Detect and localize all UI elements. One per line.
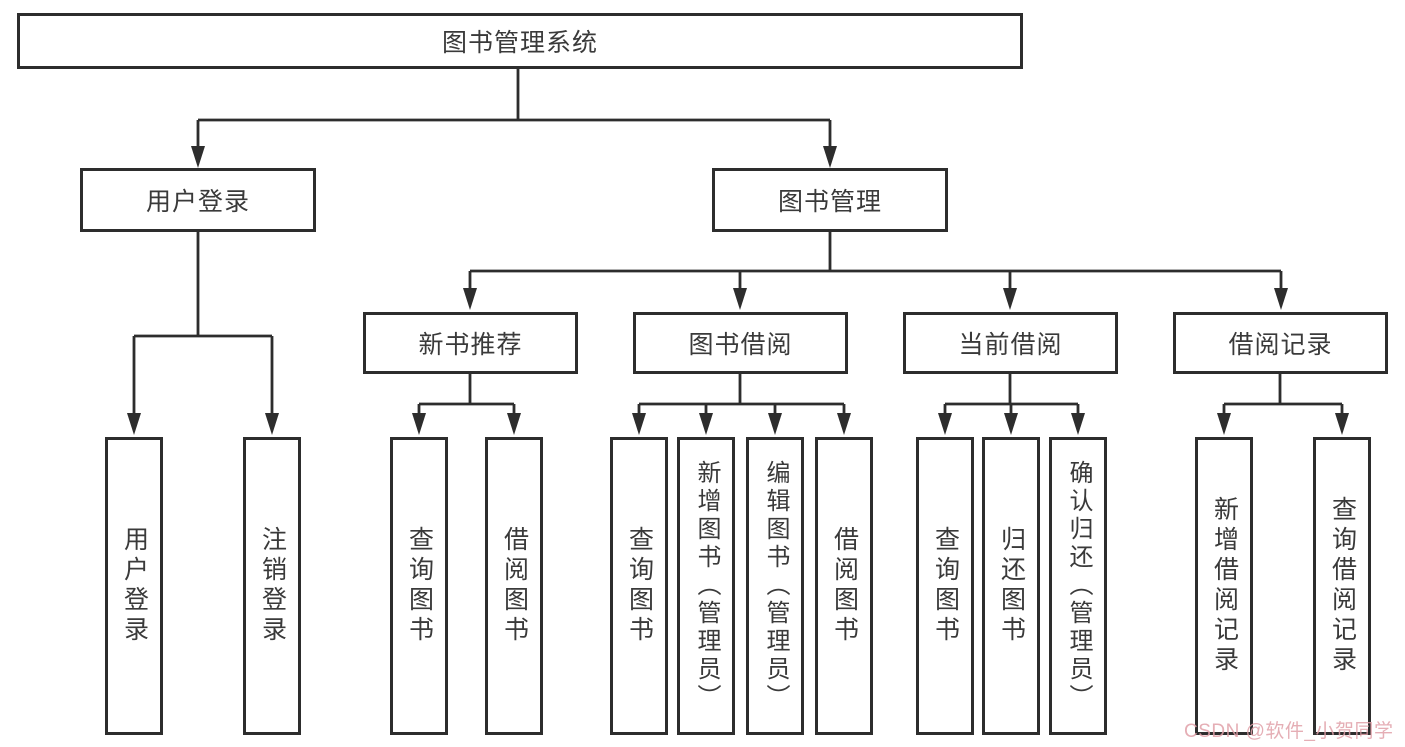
leaf-cb-confirm-return-admin-label: 确认归还（管理员）	[1065, 460, 1092, 712]
leaf-br-query-record: 查询借阅记录	[1313, 437, 1371, 735]
leaf-bb-borrow-books-label: 借阅图书	[830, 526, 859, 646]
node-root-system: 图书管理系统	[17, 13, 1023, 69]
node-current-borrow: 当前借阅	[903, 312, 1118, 374]
leaf-nb-borrow-books: 借阅图书	[485, 437, 543, 735]
node-borrow-records: 借阅记录	[1173, 312, 1388, 374]
leaf-bb-edit-books-admin-label: 编辑图书（管理员）	[762, 460, 789, 712]
leaf-nb-borrow-books-label: 借阅图书	[500, 526, 529, 646]
leaf-bb-edit-books-admin: 编辑图书（管理员）	[746, 437, 804, 735]
leaf-cb-confirm-return-admin: 确认归还（管理员）	[1049, 437, 1107, 735]
leaf-br-add-record-label: 新增借阅记录	[1210, 496, 1239, 676]
leaf-bb-add-books-admin-label: 新增图书（管理员）	[693, 460, 720, 712]
leaf-cb-return-books: 归还图书	[982, 437, 1040, 735]
node-book-borrow: 图书借阅	[633, 312, 848, 374]
arrowhead-icons	[127, 146, 1349, 435]
leaf-bb-add-books-admin: 新增图书（管理员）	[677, 437, 735, 735]
leaf-bb-borrow-books: 借阅图书	[815, 437, 873, 735]
leaf-br-add-record: 新增借阅记录	[1195, 437, 1253, 735]
leaf-nb-query-books: 查询图书	[390, 437, 448, 735]
leaf-logout: 注销登录	[243, 437, 301, 735]
node-user-login-branch: 用户登录	[80, 168, 316, 232]
leaf-nb-query-books-label: 查询图书	[405, 526, 434, 646]
leaf-user-login-label: 用户登录	[120, 526, 149, 646]
leaf-user-login: 用户登录	[105, 437, 163, 735]
node-user-login-label: 用户登录	[145, 188, 250, 216]
leaf-cb-return-books-label: 归还图书	[997, 526, 1026, 646]
node-current-borrow-label: 当前借阅	[958, 331, 1063, 359]
node-new-book-recommend-label: 新书推荐	[418, 331, 523, 359]
leaf-br-query-record-label: 查询借阅记录	[1328, 496, 1357, 676]
node-book-mgmt-label: 图书管理	[777, 188, 882, 216]
node-root-system-label: 图书管理系统	[441, 29, 598, 57]
leaf-cb-query-books-label: 查询图书	[931, 526, 960, 646]
node-new-book-recommend: 新书推荐	[363, 312, 578, 374]
leaf-logout-label: 注销登录	[258, 526, 287, 646]
leaf-bb-query-books-label: 查询图书	[625, 526, 654, 646]
node-book-mgmt-branch: 图书管理	[712, 168, 948, 232]
leaf-cb-query-books: 查询图书	[916, 437, 974, 735]
watermark-text: CSDN @软件_小贺同学	[1184, 721, 1394, 742]
node-book-borrow-label: 图书借阅	[688, 331, 793, 359]
leaf-bb-query-books: 查询图书	[610, 437, 668, 735]
node-borrow-records-label: 借阅记录	[1228, 331, 1333, 359]
